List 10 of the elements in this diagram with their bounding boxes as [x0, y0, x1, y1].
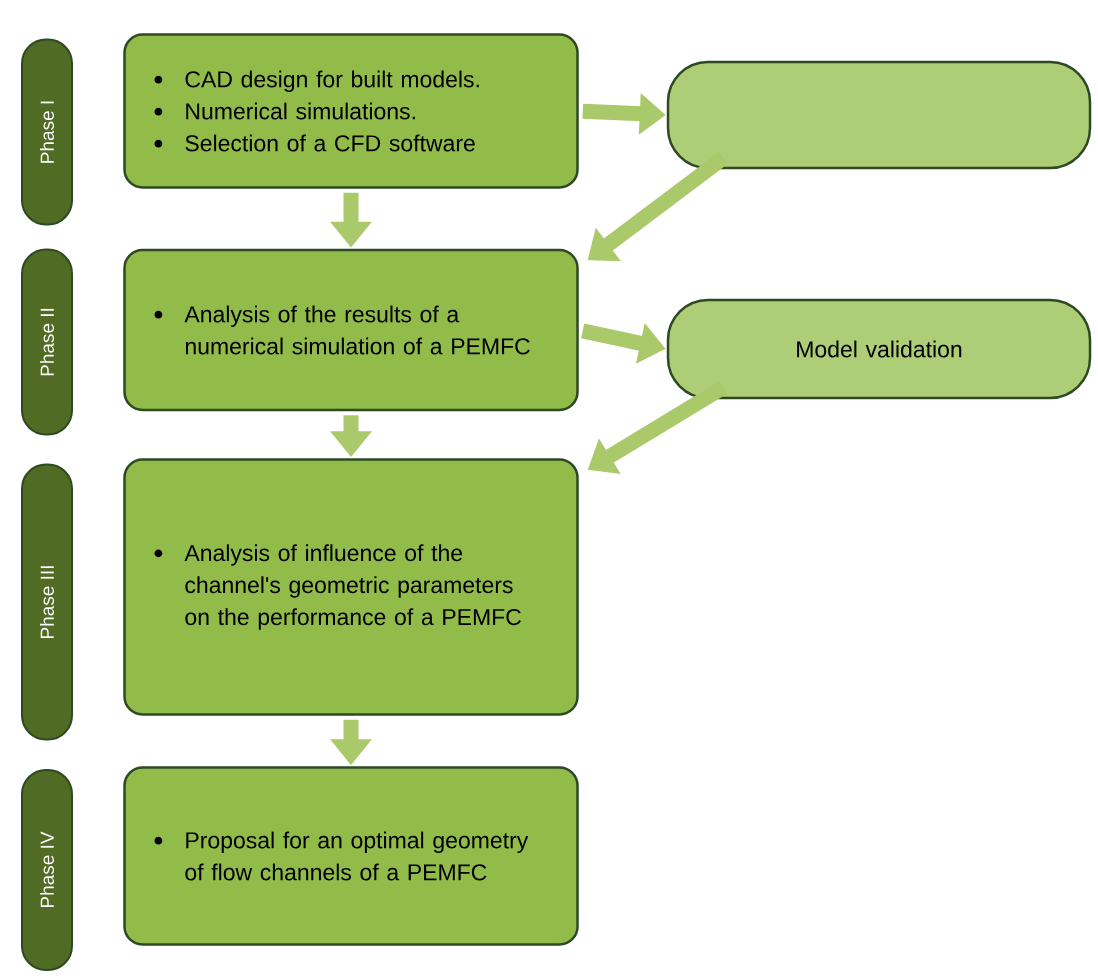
phase-label: Phase IV — [21, 769, 73, 971]
phase-label: Phase III — [21, 463, 73, 741]
phase-label: Phase II — [21, 248, 73, 436]
process-box: Proposal for an optimal geometry of flow channels of a PEMFC — [123, 766, 579, 946]
phase-label: Phase I — [21, 38, 73, 226]
process-box: Analysis of the results of a numerical simulation of a PEMFC — [123, 248, 579, 412]
result-box: Model validation — [666, 298, 1092, 400]
process-box: Analysis of influence of the channel's geometric parameters on the performance of a PEMFC — [123, 458, 579, 716]
result-box — [666, 60, 1092, 170]
process-box: CAD design for built models. Numerical simulations. Selection of a CFD software — [123, 33, 579, 189]
